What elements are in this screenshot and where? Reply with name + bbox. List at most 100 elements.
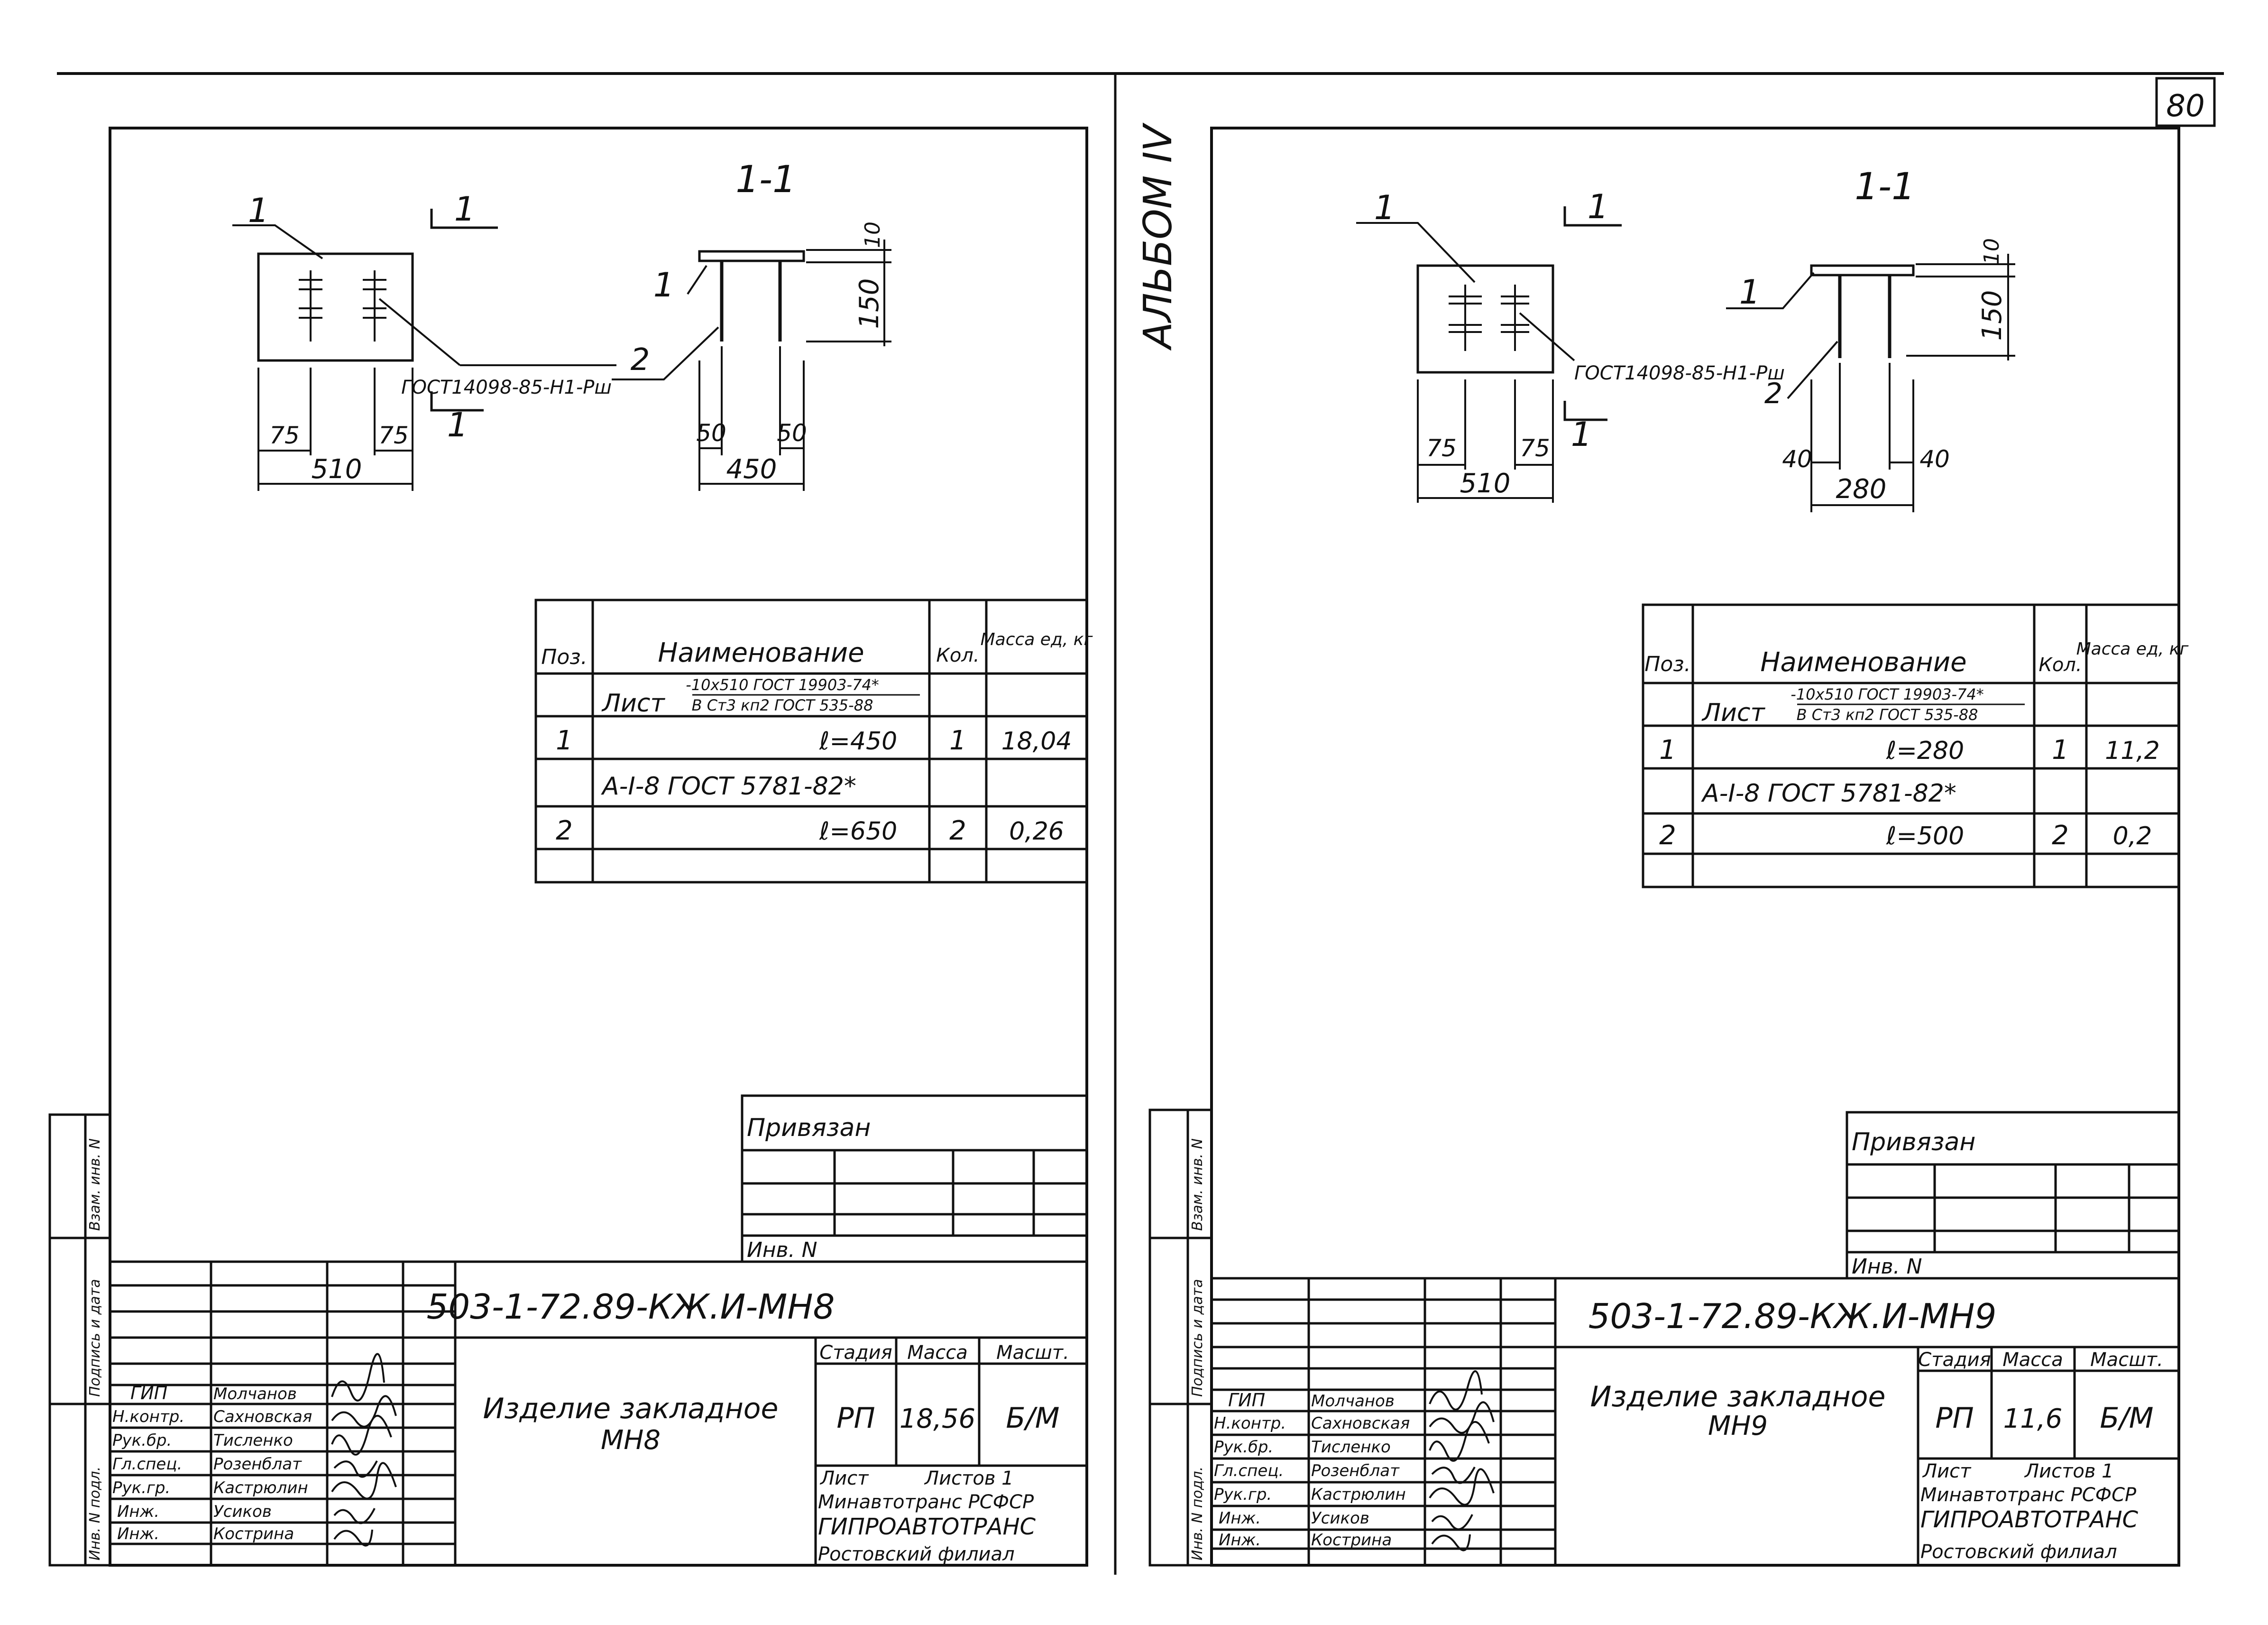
spec-group2-name: А-I-8 ГОСТ 5781-82*: [1701, 779, 1956, 808]
stamp-role: Рук.гр.: [112, 1478, 170, 1497]
stamp-org2: ГИПРОАВТОТРАНС: [818, 1514, 1036, 1540]
tie-label: Привязан: [1852, 1128, 1975, 1156]
stamp-hdr-scale: Масшт.: [996, 1342, 1069, 1364]
title-block: 503-1-72.89-КЖ.И-МН9 Изделие закладное М…: [1210, 1277, 2180, 1567]
plan-view: 1 ГОСТ14098-85-Н1-Рш 1 1 75 75 510: [232, 190, 616, 491]
weld-marks: [1449, 295, 1529, 333]
stamp-title-line1: Изделие закладное: [1590, 1380, 1886, 1413]
side-label-inv: Инв. N подл.: [1189, 1467, 1206, 1560]
stamp-hdr-mass: Масса: [2002, 1349, 2063, 1371]
album-label: АЛЬБОМ IV: [1136, 122, 1181, 351]
spec-row1-pos: 1: [556, 725, 573, 756]
dim-height: 150: [854, 278, 885, 329]
spec-table: Поз. Наименование Кол. Масса ед, кг Лист…: [534, 599, 1093, 884]
stamp-name: Кастрюлин: [1311, 1485, 1406, 1504]
stamp-code: 503-1-72.89-КЖ.И-МН9: [1589, 1296, 1997, 1336]
stamp-title-line1: Изделие закладное: [483, 1392, 779, 1425]
section-plate: [698, 250, 805, 262]
leader-section-pos1: [687, 265, 707, 295]
side-strip: Инв. N подл. Подпись и дата Взам. инв. N: [1148, 1108, 1213, 1567]
side-label-sign: Подпись и дата: [1189, 1279, 1206, 1397]
stamp-role: Рук.бр.: [112, 1431, 172, 1450]
stamp-org2: ГИПРОАВТОТРАНС: [1920, 1506, 2139, 1533]
stamp-name: Молчанов: [213, 1385, 297, 1403]
dim-height: 150: [1977, 290, 2008, 341]
leader-section-pos2: [612, 326, 719, 380]
dim-edge-right: 75: [378, 422, 409, 449]
dim-sec-width: 280: [1836, 474, 1887, 505]
spec-group1-name: Лист: [601, 689, 665, 718]
spec-group1-gost1: -10х510 ГОСТ 19903-74*: [1791, 685, 1984, 703]
stamp-name: Усиков: [213, 1502, 272, 1521]
spec-row1-name: ℓ=450: [819, 727, 897, 756]
page-number-box: [2155, 77, 2216, 127]
spec-table: Поз. Наименование Кол. Масса ед, кг Лист…: [1642, 603, 2189, 888]
signatures: [1429, 1370, 1495, 1551]
stamp-role: Инж.: [117, 1502, 159, 1521]
dim-thickness: 10: [861, 222, 885, 248]
stamp-name: Усиков: [1311, 1509, 1369, 1528]
leader-pos1: [1356, 222, 1476, 283]
section-title: 1-1: [1855, 166, 1915, 208]
stamp-role: ГИП: [1228, 1390, 1265, 1411]
plan-dimensions: [257, 368, 413, 491]
dim-overall: 510: [1460, 468, 1511, 499]
weld-note: ГОСТ14098-85-Н1-Рш: [1574, 362, 1785, 384]
stamp-sheet-label: Лист: [1922, 1460, 1972, 1482]
cut-mark-bottom: [430, 391, 484, 412]
stamp-hdr-stage: Стадия: [1918, 1349, 1991, 1371]
spec-row2-mass: 0,26: [1009, 817, 1064, 846]
spec-group1-gost1: -10х510 ГОСТ 19903-74*: [686, 676, 879, 694]
title-block: 503-1-72.89-КЖ.И-МН8 Изделие закладное М…: [109, 1260, 1088, 1567]
stamp-hdr-stage: Стадия: [819, 1342, 892, 1364]
leader-section-pos1: [1726, 272, 1815, 309]
stamp-role: Инж.: [117, 1524, 159, 1543]
spec-group1-gost2: В Ст3 кп2 ГОСТ 535-88: [692, 696, 873, 714]
leader-weld: [1519, 312, 1575, 361]
stamp-org1: Минавтотранс РСФСР: [818, 1491, 1034, 1513]
stamp-sheet-label: Лист: [819, 1468, 869, 1489]
stamp-role: Рук.гр.: [1214, 1485, 1272, 1504]
dim-sec-left: 50: [696, 419, 726, 447]
cut-mark-bottom: [1563, 401, 1607, 421]
spec-row2-name: ℓ=500: [1886, 822, 1964, 850]
pos1-label: 1: [248, 191, 269, 230]
spec-header-pos: Поз.: [1644, 652, 1690, 676]
tie-block: Привязан Инв. N: [1846, 1111, 2180, 1280]
stamp-org1: Минавтотранс РСФСР: [1920, 1484, 2137, 1506]
spec-row2-pos: 2: [556, 815, 573, 846]
spec-row1-qty: 1: [2052, 735, 2069, 766]
tie-block: Привязан Инв. N: [741, 1094, 1088, 1263]
stamp-title-line2: МН8: [601, 1425, 661, 1456]
plate-plan: [1416, 264, 1554, 374]
stamp-role: Н.контр.: [112, 1407, 184, 1426]
stamp-scale: Б/М: [2100, 1402, 2153, 1435]
tie-label: Привязан: [747, 1114, 871, 1142]
stamp-stage: РП: [1935, 1402, 1974, 1435]
section-pos2-label: 2: [1764, 377, 1782, 410]
dim-edge-left: 75: [1426, 434, 1457, 462]
spec-group1-name: Лист: [1701, 699, 1765, 727]
stamp-scale: Б/М: [1006, 1402, 1059, 1435]
spec-row1-qty: 1: [949, 725, 966, 756]
spec-row1-mass: 18,04: [1001, 727, 1072, 756]
page-number: 80: [2166, 89, 2204, 124]
spec-row1-pos: 1: [1659, 735, 1676, 766]
spec-header-qty: Кол.: [936, 645, 979, 666]
stamp-name: Кострина: [213, 1524, 294, 1543]
stamp-code: 503-1-72.89-КЖ.И-МН8: [427, 1287, 835, 1327]
stamp-hdr-mass: Масса: [907, 1342, 968, 1364]
weld-note: ГОСТ14098-85-Н1-Рш: [401, 377, 612, 398]
section-view: 1-1 1 2 10 150 40 40 280: [1726, 166, 2015, 512]
cut-label-top: 1: [454, 190, 476, 229]
spec-row1-mass: 11,2: [2105, 737, 2160, 765]
stamp-mass: 18,56: [900, 1403, 975, 1434]
stamp-role: Н.контр.: [1214, 1414, 1286, 1433]
stamp-role: Рук.бр.: [1214, 1438, 1273, 1457]
stamp-role: Инж.: [1219, 1509, 1261, 1528]
cut-label-bottom: 1: [447, 406, 468, 444]
stamp-role: Инж.: [1219, 1531, 1261, 1550]
stamp-sheets-label: Листов 1: [924, 1468, 1014, 1489]
leader-weld: [378, 298, 461, 366]
dim-sec-left: 40: [1782, 445, 1812, 473]
